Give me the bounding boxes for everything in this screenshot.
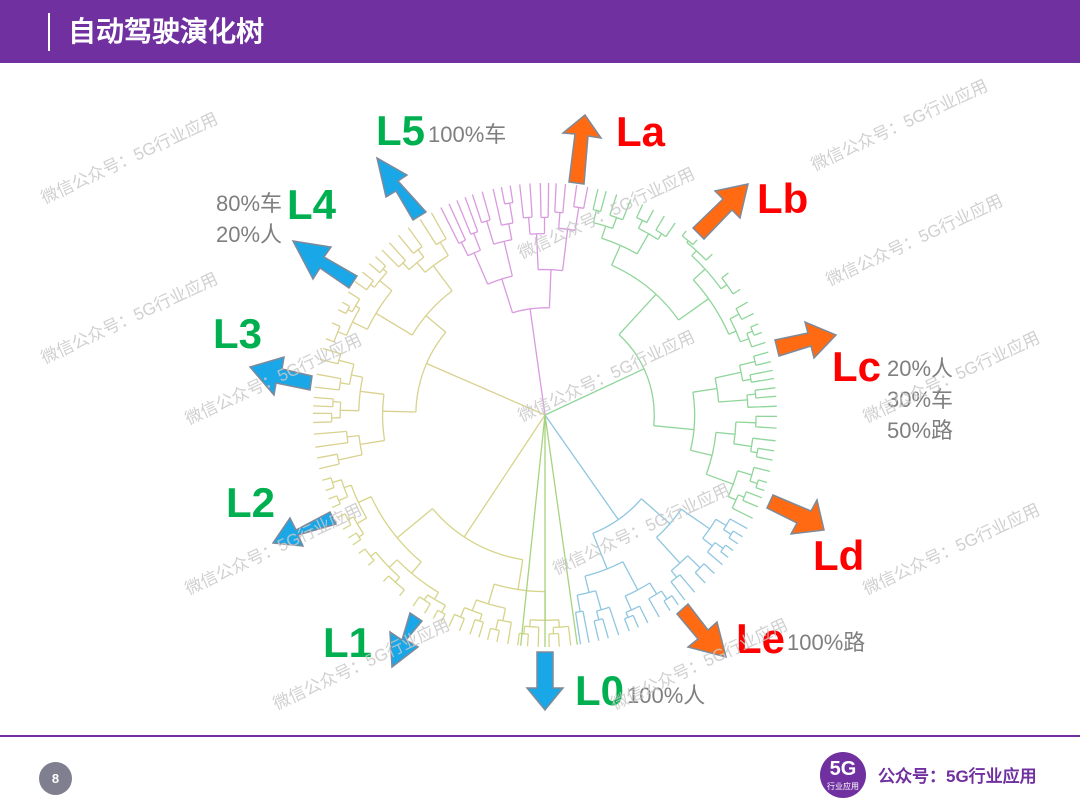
brand-account-name: 公众号：5G行业应用	[878, 767, 1037, 786]
logo-subtext: 行业应用	[827, 782, 859, 791]
arrow-Ld-icon	[766, 494, 825, 535]
arrow-La-icon	[561, 113, 603, 185]
page-title: 自动驾驶演化树	[68, 16, 265, 47]
L4-share-note-car: 80%车	[216, 191, 283, 216]
arrow-Lb-icon	[691, 183, 750, 241]
level-L3-label: L3	[213, 310, 263, 357]
logo-5g-text: 5G	[829, 758, 857, 780]
tree-branches	[312, 182, 777, 648]
Lc-share-note-human: 20%人	[887, 356, 954, 381]
Lc-share-note-car: 30%车	[887, 387, 954, 412]
arrow-L4-icon	[291, 240, 359, 290]
evolution-tree-diagram	[248, 113, 838, 712]
arrow-Le-icon	[675, 602, 728, 659]
level-L2-label: L2	[226, 479, 276, 526]
page-number-badge: 8	[39, 762, 72, 795]
L5-share-note: 100%车	[428, 122, 507, 147]
level-L5-label: L5	[376, 107, 426, 154]
L4-share-note-human: 20%人	[216, 222, 283, 247]
arrow-L5-icon	[375, 156, 428, 222]
arrow-Lc-icon	[774, 320, 838, 360]
arrow-L3-icon	[248, 355, 313, 397]
level-Lb-label: Lb	[757, 175, 809, 222]
header-bar: 自动驾驶演化树	[0, 0, 1080, 63]
level-Ld-label: Ld	[813, 532, 865, 579]
Le-share-note: 100%路	[787, 630, 866, 655]
level-L0-label: L0	[575, 667, 625, 714]
arrow-L1-icon	[389, 611, 424, 669]
arrow-L0-icon	[525, 651, 565, 712]
footer-divider	[0, 735, 1080, 737]
level-L4-label: L4	[287, 181, 337, 228]
Lc-share-note-road: 50%路	[887, 418, 954, 443]
level-Lc-label: Lc	[832, 343, 882, 390]
direction-arrows	[248, 113, 838, 712]
arrow-L2-icon	[271, 510, 338, 547]
level-L1-label: L1	[323, 619, 373, 666]
title-divider	[48, 13, 50, 51]
L0-share-note: 100%人	[627, 683, 706, 708]
brand-logo: 5G 行业应用	[820, 752, 866, 798]
level-Le-label: Le	[736, 615, 786, 662]
level-La-label: La	[616, 108, 666, 155]
